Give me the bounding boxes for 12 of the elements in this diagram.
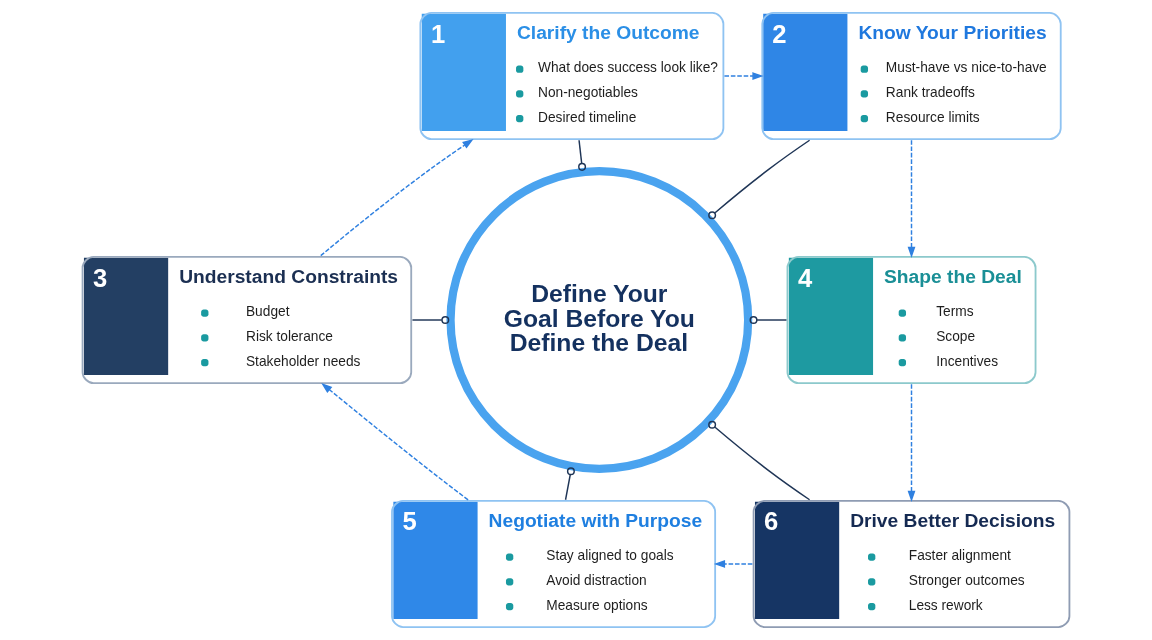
connector (578, 139, 587, 171)
connector (708, 139, 811, 220)
connector (708, 420, 811, 501)
arrow (907, 383, 916, 502)
arrow (713, 560, 754, 568)
connector (564, 467, 575, 501)
arrow (907, 139, 916, 258)
connector (749, 315, 788, 325)
arrow (320, 139, 474, 257)
arrow (723, 72, 764, 80)
arrow (321, 382, 469, 501)
connector (411, 315, 450, 325)
